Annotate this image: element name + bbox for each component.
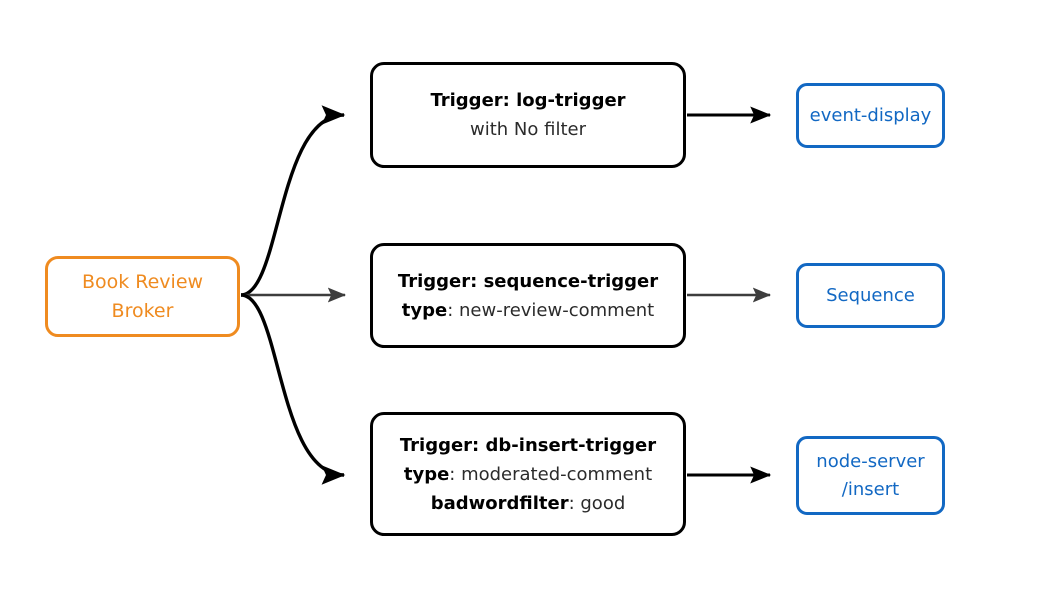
- trigger-db-title-value: db-insert-trigger: [485, 434, 657, 456]
- trigger-db-detail-line: type: moderated-comment: [404, 460, 652, 489]
- event-display-label: event-display: [809, 104, 932, 126]
- trigger-db-extra-line: badwordfilter: good: [431, 489, 626, 518]
- node-sequence[interactable]: Sequence: [796, 263, 945, 328]
- node-server-label-line-1: node-server: [816, 450, 925, 472]
- trigger-log-title-label: Trigger:: [430, 90, 510, 111]
- trigger-log-title-line: Trigger: log-trigger: [430, 86, 625, 115]
- sequence-label: Sequence: [826, 284, 915, 306]
- edge-broker-to-log-trigger: [240, 105, 346, 297]
- trigger-db-title-line: Trigger: db-insert-trigger: [400, 431, 656, 460]
- node-node-server-insert[interactable]: node-server /insert: [796, 436, 945, 515]
- trigger-sequence-title-value: sequence-trigger: [483, 270, 659, 292]
- trigger-db-title-label: Trigger:: [399, 434, 480, 456]
- broker-label-line-1: Book Review: [81, 270, 204, 293]
- trigger-log-title-value: log-trigger: [516, 90, 626, 111]
- trigger-sequence-title-line: Trigger: sequence-trigger: [398, 267, 658, 296]
- broker-label-line-2: Broker: [111, 299, 174, 322]
- node-trigger-sequence-trigger[interactable]: Trigger: sequence-trigger type: new-revi…: [370, 243, 686, 348]
- trigger-sequence-detail-key: type: [401, 299, 448, 321]
- trigger-sequence-title-label: Trigger:: [397, 270, 478, 292]
- trigger-sequence-detail-value: : new-review-comment: [447, 299, 655, 321]
- trigger-db-detail-key: type: [403, 463, 450, 485]
- trigger-db-extra-key: badwordfilter: [430, 492, 569, 514]
- node-server-label-line-2: /insert: [841, 478, 900, 500]
- trigger-db-extra-value: : good: [568, 492, 626, 514]
- trigger-log-detail-line: with No filter: [470, 115, 586, 144]
- trigger-sequence-detail-line: type: new-review-comment: [402, 296, 654, 325]
- node-book-review-broker[interactable]: Book Review Broker: [45, 256, 240, 337]
- node-event-display[interactable]: event-display: [796, 83, 945, 148]
- trigger-db-detail-value: : moderated-comment: [449, 463, 653, 485]
- edge-broker-to-db-insert-trigger: [240, 293, 346, 485]
- node-trigger-log-trigger[interactable]: Trigger: log-trigger with No filter: [370, 62, 686, 168]
- node-trigger-db-insert-trigger[interactable]: Trigger: db-insert-trigger type: moderat…: [370, 412, 686, 536]
- trigger-log-detail-value: with No filter: [470, 119, 586, 140]
